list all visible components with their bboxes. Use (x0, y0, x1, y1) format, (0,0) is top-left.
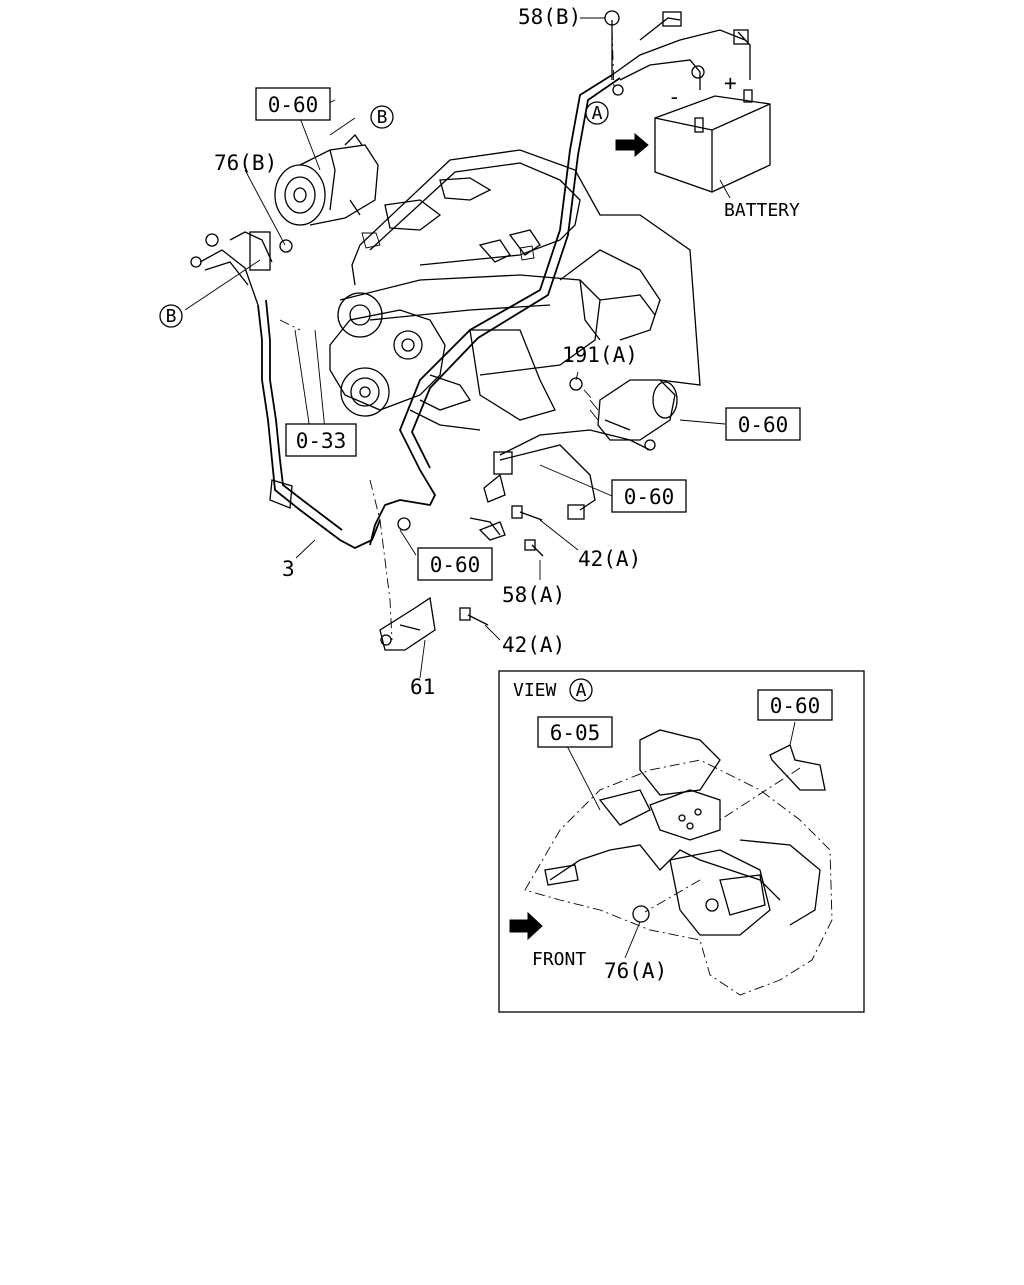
ref-label: 0-60 (770, 694, 821, 718)
ref-box-harness: 0-60 (611, 479, 687, 513)
ref-label: 0-60 (268, 93, 319, 117)
ref-box-bracket: 0-60 (417, 547, 493, 581)
view-a-inset: VIEW A FRONT 76(A) 6-05 (498, 670, 865, 1013)
front-arrow (509, 911, 543, 941)
ref-box-view: 0-60 (757, 689, 833, 721)
ref-box-0-33: 0-33 (285, 423, 357, 457)
part-3: 3 (282, 557, 295, 581)
ref-label: 6-05 (550, 721, 601, 745)
part-58a: 58(A) (502, 583, 565, 607)
circle-b-left: B (159, 304, 183, 328)
ref-box-starter: 0-60 (725, 407, 801, 441)
engine-illustration (329, 149, 701, 441)
view-label: VIEW (513, 680, 557, 701)
part-58b: 58(B) (518, 5, 581, 29)
ref-label: 0-60 (738, 413, 789, 437)
circle-a-view: A (569, 678, 593, 702)
ref-box-alternator: 0-60 (255, 87, 331, 121)
direction-arrow-battery (615, 132, 649, 158)
ref-label: 0-60 (430, 553, 481, 577)
battery-label: BATTERY (724, 200, 800, 221)
part-42a-upper: 42(A) (578, 547, 641, 571)
circle-label: B (166, 306, 177, 327)
circle-label: A (592, 103, 603, 124)
ref-label: 0-33 (296, 429, 347, 453)
circle-b-top: B (370, 105, 394, 129)
part-191a: 191(A) (562, 343, 638, 367)
front-label: FRONT (532, 949, 586, 970)
ref-box-6-05: 6-05 (537, 716, 613, 748)
part-76a: 76(A) (604, 959, 667, 983)
circle-label: A (576, 680, 587, 701)
part-42a-lower: 42(A) (502, 633, 565, 657)
battery-illustration (654, 89, 771, 193)
battery-plus-sign: + (724, 71, 737, 95)
ref-label: 0-60 (624, 485, 675, 509)
circle-a-battery: A (585, 101, 609, 125)
cable-harness (190, 10, 751, 651)
part-61: 61 (410, 675, 435, 699)
alternator-illustration (274, 133, 379, 226)
battery-minus-sign: - (668, 85, 681, 109)
circle-label: B (377, 107, 388, 128)
part-76b: 76(B) (214, 151, 277, 175)
